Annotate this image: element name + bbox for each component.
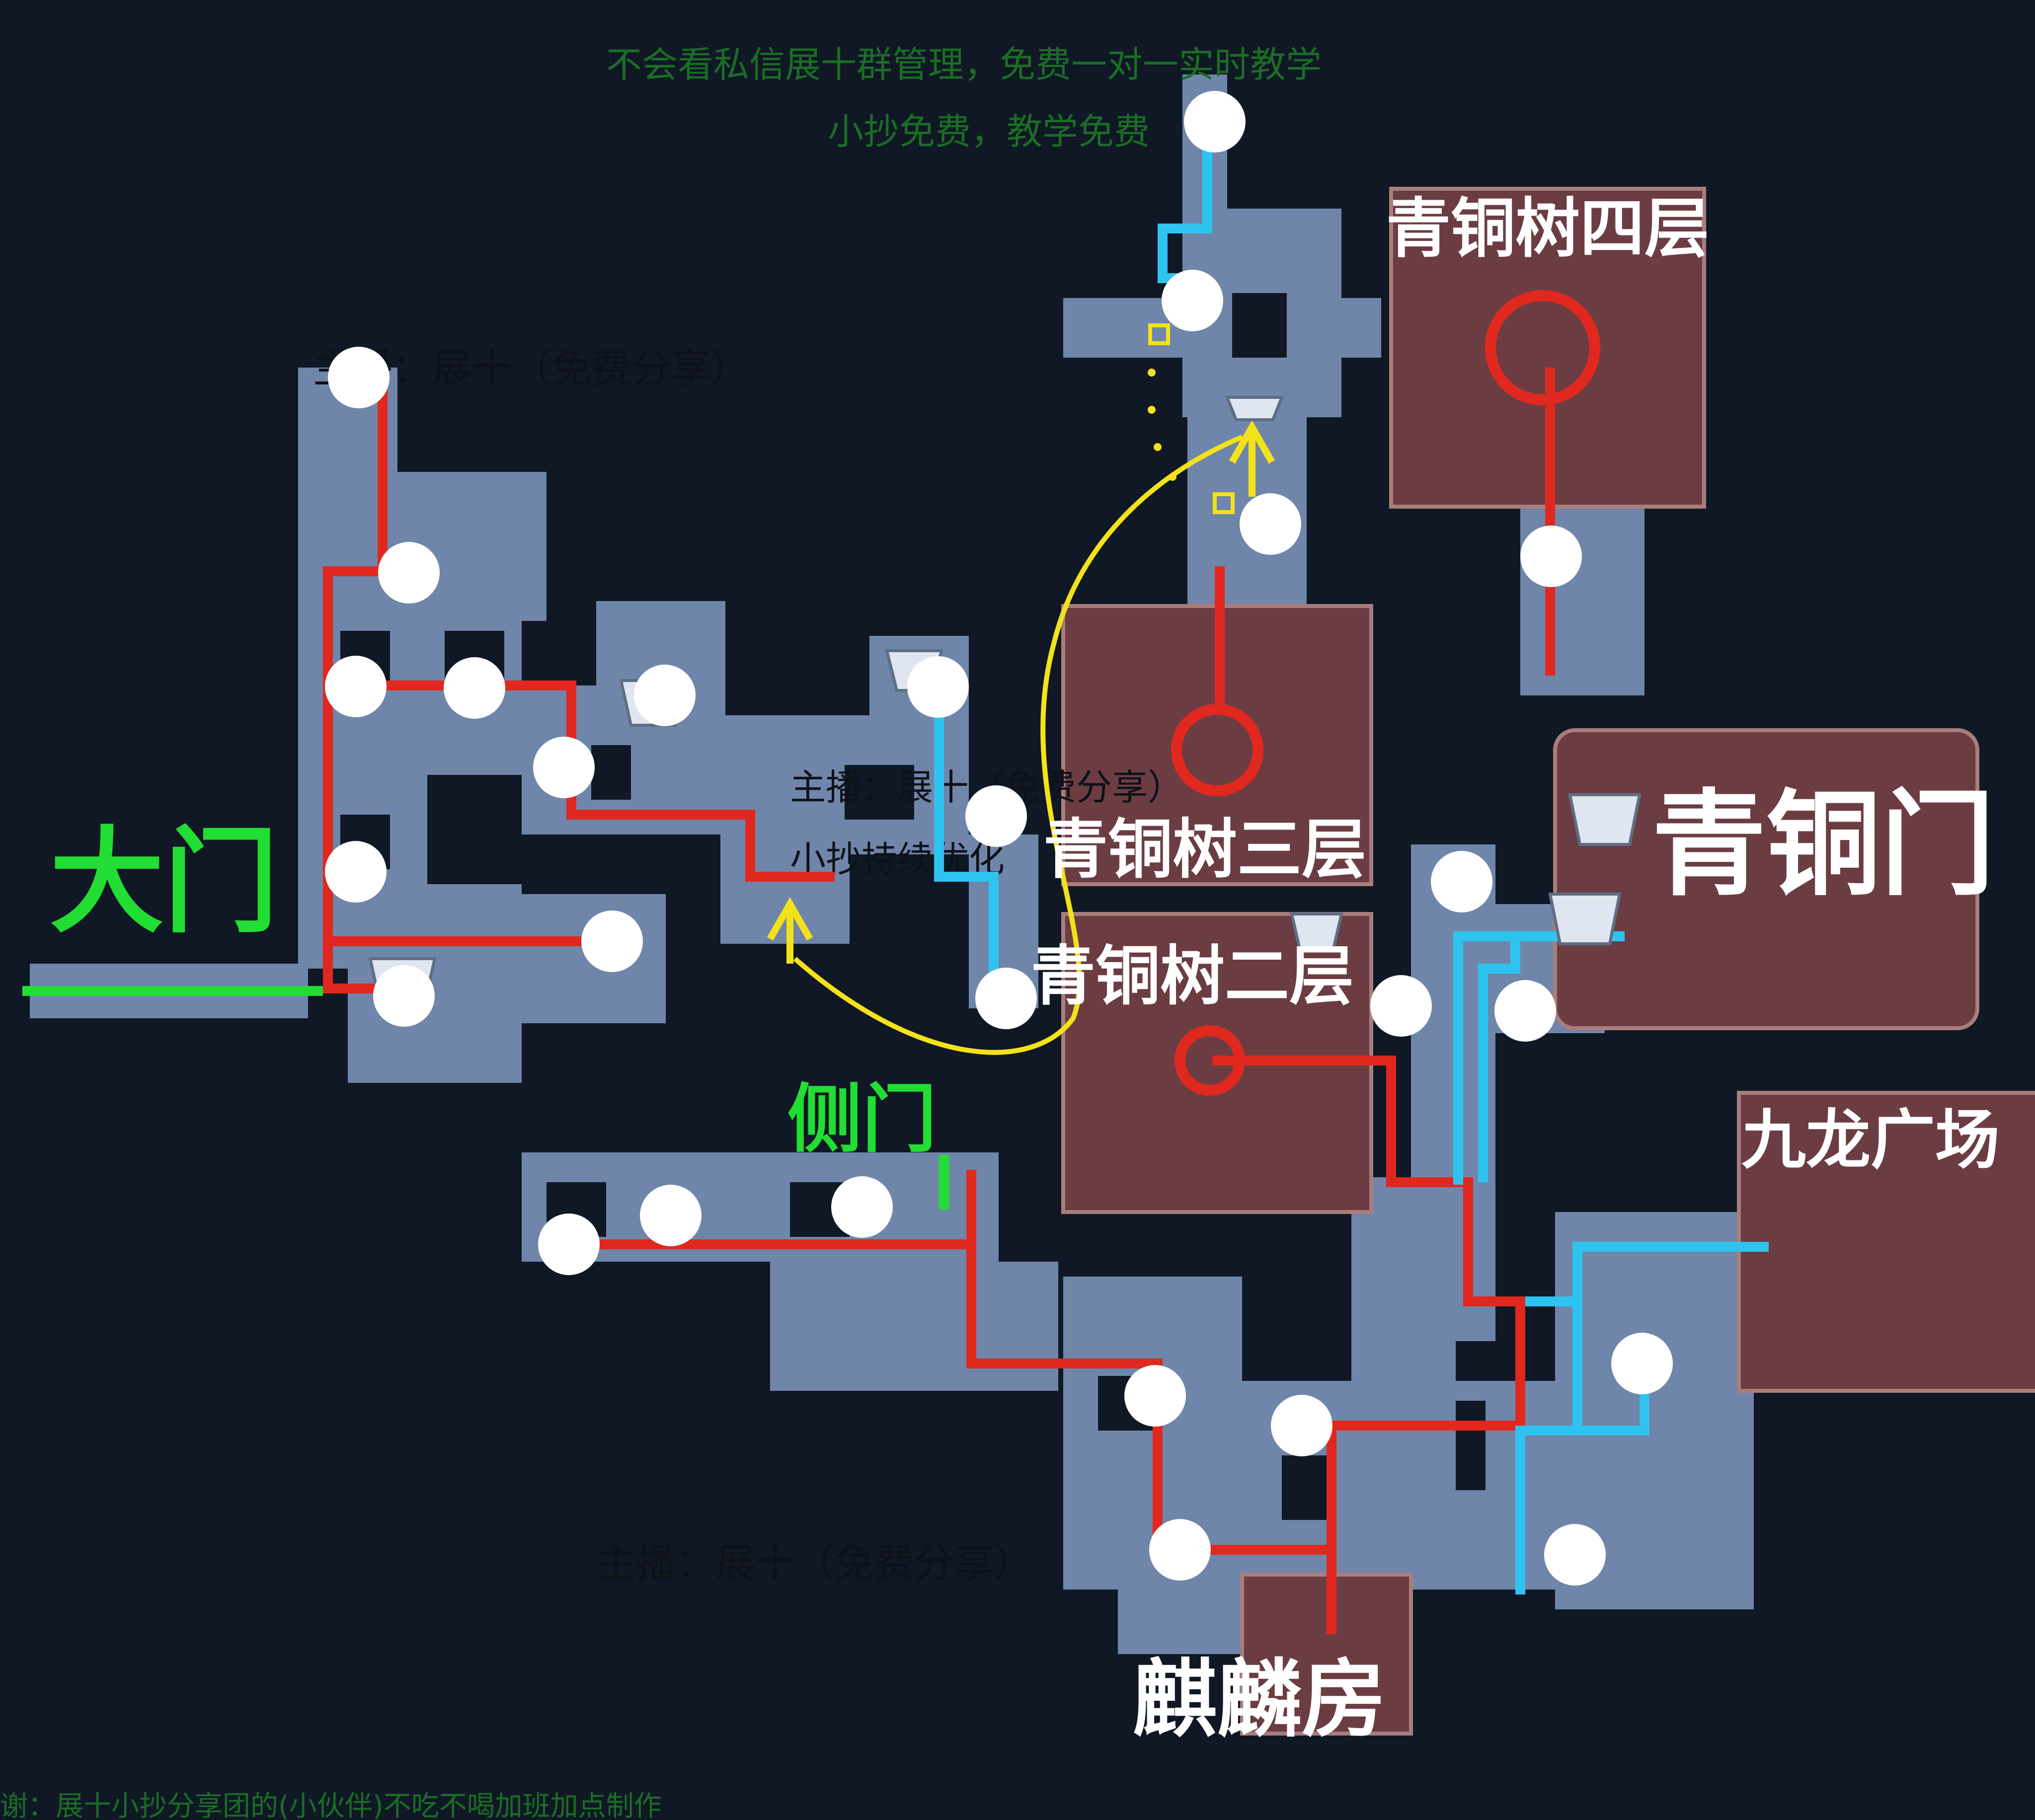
- watermark-bottom-credit: 谢：展十小抄分享团的(小伙伴)不吃不喝加班加点制作: [0, 1790, 662, 1820]
- urn-statue-icon: [1568, 793, 1642, 846]
- yellow-square-marker: [1148, 323, 1170, 345]
- map-floor: [30, 75, 1754, 1654]
- white-circle-marker: [581, 910, 643, 972]
- route-blue-nine-dragon: [1525, 1242, 1769, 1306]
- hall-nine-dragon: [1737, 1091, 2035, 1393]
- white-circle-marker: [1124, 1365, 1186, 1427]
- white-circle-marker: [325, 656, 387, 717]
- route-red-side-2: [966, 1244, 1327, 1555]
- white-circle-marker: [907, 656, 969, 718]
- yellow-curve: [793, 435, 1243, 1055]
- white-circle-marker: [965, 785, 1027, 847]
- watermark-streamer-3: 主播：展十（免费分享）: [596, 1540, 1033, 1587]
- white-circle-marker: [831, 1176, 893, 1238]
- label-bronze-gate: 青铜门: [1652, 779, 1995, 911]
- white-circle-marker: [1520, 526, 1582, 587]
- white-circle-marker: [1431, 851, 1492, 912]
- white-circle-marker: [634, 665, 696, 726]
- route-red-branch-1: [328, 681, 835, 882]
- watermark-top-line1: 不会看私信展十群管理，免费一对一实时教学: [606, 44, 1322, 85]
- red-ring-goal-tree3: [1171, 704, 1263, 796]
- urn-statue-icon: [1225, 396, 1284, 421]
- white-circle-marker: [1544, 1524, 1606, 1586]
- route-red: [323, 368, 1555, 1634]
- urn-statue-icon: [1548, 893, 1622, 945]
- white-circle-marker: [533, 737, 595, 798]
- white-circle-marker: [378, 542, 440, 604]
- white-circle-marker: [1240, 493, 1301, 555]
- goal-rings: [1171, 290, 1600, 1096]
- hall-bronze-gate: [1553, 728, 1979, 1030]
- white-circle-marker: [1370, 975, 1432, 1037]
- entrances: [22, 986, 949, 1210]
- red-ring-goal-tree4: [1485, 290, 1600, 405]
- white-circle-marker: [640, 1185, 702, 1246]
- route-blue-bronze-2: [1478, 941, 1520, 1182]
- urn-statue-icon: [1290, 912, 1343, 950]
- white-circle-marker: [975, 968, 1037, 1029]
- route-yellow: [767, 323, 1275, 1055]
- route-red-tree2: [1212, 1056, 1525, 1426]
- watermark-top-line2: 小抄免费，教学免费: [828, 111, 1150, 152]
- label-tree-2: 青铜树二层: [1031, 938, 1354, 1014]
- route-blue-right: [1572, 1296, 1649, 1436]
- label-main-gate: 大门: [50, 816, 278, 949]
- white-circle-marker: [328, 347, 390, 408]
- label-tree-3: 青铜树三层: [1043, 812, 1366, 887]
- white-circle-marker: [325, 841, 387, 903]
- route-blue-left: [934, 685, 999, 998]
- watermarks: 不会看私信展十群管理，免费一对一实时教学 小抄免费，教学免费 主播：展十（免费分…: [0, 44, 1322, 1820]
- white-circle-marker: [1149, 1519, 1211, 1581]
- label-side-gate: 侧门: [787, 1076, 937, 1163]
- white-circle-marker: [1271, 1395, 1332, 1456]
- label-tree-4: 青铜树四层: [1386, 191, 1709, 266]
- white-circle-marker: [1184, 91, 1246, 152]
- red-ring-goal-tree2: [1174, 1025, 1245, 1096]
- white-circle-marker: [1494, 980, 1556, 1042]
- label-qilin-room: 麒麟房: [1133, 1651, 1386, 1749]
- white-circle-marker: [1162, 270, 1223, 331]
- white-circle-marker: [373, 965, 435, 1027]
- white-circle-marker: [538, 1213, 600, 1275]
- markers: [325, 91, 1673, 1586]
- area-labels: 青铜树四层 青铜树三层 青铜树二层 青铜门 九龙广场 麒麟房 大门 侧门: [50, 191, 2000, 1749]
- label-nine-dragon-square: 九龙广场: [1741, 1102, 2000, 1178]
- route-red-main: [323, 378, 410, 993]
- white-circle-marker: [444, 657, 505, 719]
- yellow-square-marker: [1213, 492, 1235, 514]
- white-circle-marker: [1611, 1333, 1673, 1394]
